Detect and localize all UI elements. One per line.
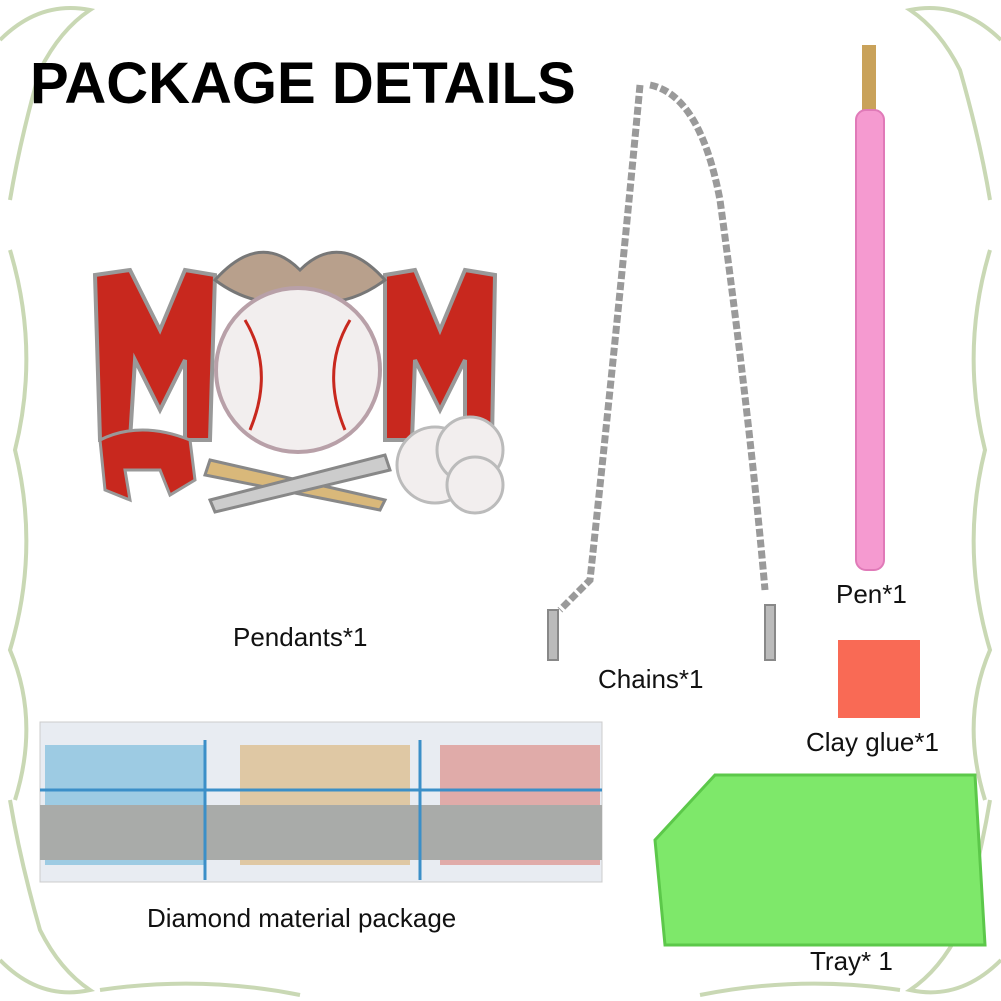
diamond-bags-icon — [39, 721, 603, 883]
tray-icon — [653, 773, 987, 947]
pendants-label: Pendants*1 — [233, 622, 368, 652]
mom-pendant-icon — [92, 250, 505, 515]
clay-glue-icon — [838, 640, 920, 718]
tray-label: Tray* 1 — [810, 946, 893, 976]
pen-label: Pen*1 — [836, 579, 907, 609]
diamond-package-label: Diamond material package — [147, 903, 457, 933]
chain-icon — [547, 81, 776, 661]
clay-glue-label: Clay glue*1 — [806, 727, 939, 757]
page-title: PACKAGE DETAILS — [30, 51, 576, 116]
drill-pen-icon — [855, 45, 885, 571]
chains-label: Chains*1 — [598, 664, 704, 694]
ornamental-border-icon — [0, 6, 1001, 997]
